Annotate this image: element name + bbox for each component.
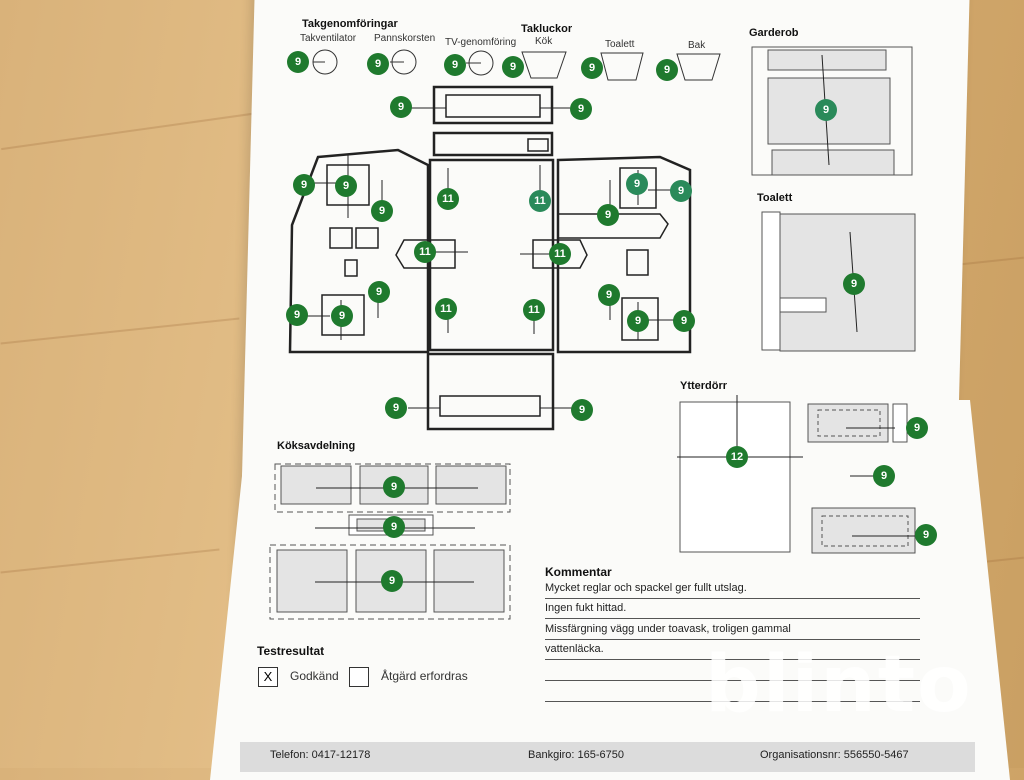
comment-line: Mycket reglar och spackel ger fullt utsl… [545, 580, 920, 599]
moisture-reading-badge: 9 [873, 465, 895, 487]
moisture-reading-badge: 9 [670, 180, 692, 202]
comment-line: Ingen fukt hittad. [545, 600, 920, 619]
moisture-reading-badge: 9 [597, 204, 619, 226]
outer-door-title: Ytterdörr [680, 380, 728, 392]
footer-bankgiro: Bankgiro: 165-6750 [528, 749, 625, 761]
moisture-reading-badge: 9 [581, 57, 603, 79]
moisture-reading-badge: 9 [843, 273, 865, 295]
footer-org-number: Organisationsnr: 556550-5467 [760, 749, 909, 761]
moisture-reading-badge: 9 [383, 476, 405, 498]
roof-hatches-title: Takluckor [521, 23, 573, 35]
moisture-reading-badge: 9 [383, 516, 405, 538]
moisture-reading-badge: 11 [435, 298, 457, 320]
moisture-reading-badge: 9 [815, 99, 837, 121]
moisture-reading-badge: 9 [673, 310, 695, 332]
moisture-reading-badge: 9 [286, 304, 308, 326]
moisture-reading-badge: 9 [626, 173, 648, 195]
moisture-reading-badge: 9 [368, 281, 390, 303]
comment-line [545, 662, 920, 681]
moisture-reading-badge: 9 [381, 570, 403, 592]
moisture-reading-badge: 9 [656, 59, 678, 81]
moisture-reading-badge: 9 [335, 175, 357, 197]
approved-checkbox[interactable]: X [258, 667, 278, 687]
action-required-label: Åtgärd erfordras [381, 669, 468, 683]
approved-label: Godkänd [290, 669, 339, 683]
moisture-reading-badge: 9 [367, 53, 389, 75]
moisture-reading-badge: 11 [529, 190, 551, 212]
moisture-reading-badge: 11 [523, 299, 545, 321]
comment-line: vattenläcka. [545, 641, 920, 660]
moisture-reading-badge: 9 [444, 54, 466, 76]
roof-item-tv-label: TV-genomföring [445, 37, 517, 48]
moisture-reading-badge: 9 [390, 96, 412, 118]
moisture-reading-badge: 9 [502, 56, 524, 78]
test-result-title: Testresultat [257, 644, 325, 658]
wardrobe-title: Garderob [749, 27, 799, 39]
roof-item-chimney-label: Pannskorsten [374, 33, 436, 44]
comment-title: Kommentar [545, 565, 612, 579]
moisture-reading-badge: 9 [906, 417, 928, 439]
moisture-reading-badge: 11 [437, 188, 459, 210]
moisture-reading-badge: 9 [385, 397, 407, 419]
moisture-reading-badge: 9 [598, 284, 620, 306]
roof-penetrations-title: Takgenomföringar [302, 18, 398, 30]
moisture-reading-badge: 9 [571, 399, 593, 421]
moisture-reading-badge: 11 [549, 243, 571, 265]
moisture-reading-badge: 9 [331, 305, 353, 327]
moisture-reading-badge: 9 [570, 98, 592, 120]
moisture-reading-badge: 9 [915, 524, 937, 546]
comment-line: Missfärgning vägg under toavask, trolige… [545, 621, 920, 640]
hatch-rear-label: Bak [688, 40, 706, 51]
action-required-checkbox[interactable] [349, 667, 369, 687]
moisture-reading-badge: 9 [371, 200, 393, 222]
blinto-watermark-logo: blinto [705, 640, 973, 730]
hatch-toilet-label: Toalett [605, 39, 635, 50]
moisture-reading-badge: 11 [414, 241, 436, 263]
toilet-title: Toalett [757, 192, 793, 204]
moisture-reading-badge: 9 [287, 51, 309, 73]
kitchen-section-title: Köksavdelning [277, 440, 356, 452]
moisture-reading-badge: 9 [293, 174, 315, 196]
footer-phone: Telefon: 0417-12178 [270, 749, 371, 761]
moisture-reading-badge: 9 [627, 310, 649, 332]
hatch-kitchen-label: Kök [535, 36, 553, 47]
roof-item-vent-label: Takventilator [300, 33, 357, 44]
footer-bar [240, 742, 975, 772]
comment-line [545, 683, 920, 702]
moisture-reading-badge: 12 [726, 446, 748, 468]
